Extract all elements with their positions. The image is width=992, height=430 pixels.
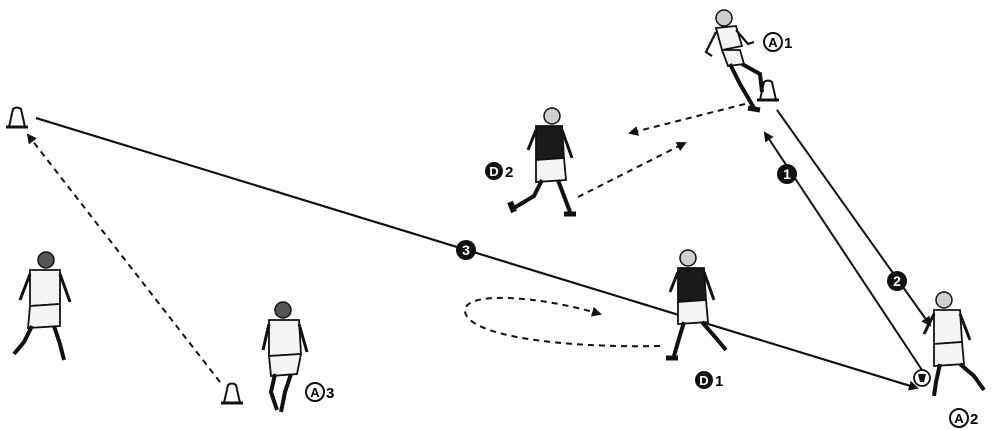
step-badge-2-label: 2 <box>893 273 901 289</box>
step-badge-3-label: 3 <box>462 242 470 258</box>
label-d2-letter: D <box>489 164 498 179</box>
label-d1: D 1 <box>695 371 723 390</box>
label-d1-number: 1 <box>715 373 723 390</box>
label-a2-letter: A <box>954 411 964 426</box>
label-a1-letter: A <box>768 35 778 50</box>
player-icon-a3 <box>261 301 309 413</box>
label-a1-number: 1 <box>784 35 792 52</box>
step-badge-1-label: 1 <box>783 166 791 182</box>
pass-arrow-2 <box>776 109 932 327</box>
label-d2-number: 2 <box>505 164 513 181</box>
label-d1-letter: D <box>699 373 708 388</box>
label-a2: A 2 <box>949 408 978 428</box>
pass-arrow-3 <box>35 117 919 391</box>
run-arrow-d2-cover <box>628 103 746 136</box>
step-badge-2: 2 <box>887 271 907 291</box>
player-icon-d1 <box>666 249 728 361</box>
run-arrow-d2-press <box>577 142 687 198</box>
step-badge-3: 3 <box>456 240 476 260</box>
step-badge-1: 1 <box>777 164 797 184</box>
run-arrow-d1 <box>463 296 661 348</box>
label-a3-number: 3 <box>326 385 334 402</box>
label-a3: A 3 <box>305 382 334 402</box>
label-a2-number: 2 <box>970 411 978 428</box>
ball-icon <box>913 369 931 387</box>
player-icon-a1 <box>704 9 764 113</box>
player-icon-d2 <box>507 107 576 217</box>
run-arrow-a3 <box>26 133 221 383</box>
label-a1: A 1 <box>763 32 792 52</box>
cone-icon-bottom <box>219 382 245 405</box>
player-icon-a2 <box>922 291 986 397</box>
label-d2: D 2 <box>485 162 513 181</box>
player-icon-extra <box>12 251 72 361</box>
cone-icon-top-left <box>4 106 30 129</box>
label-a3-letter: A <box>310 385 320 400</box>
